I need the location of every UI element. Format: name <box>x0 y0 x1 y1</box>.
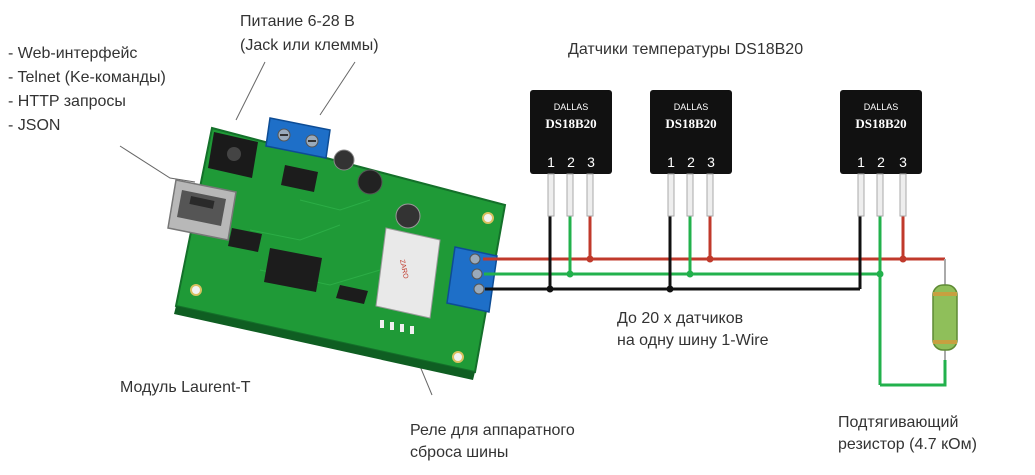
sensor-1: DALLAS DS18B20 1 2 3 <box>530 90 612 216</box>
pin-label: 1 <box>667 154 675 170</box>
power-terminal-pointer <box>320 62 355 115</box>
sensor-model: DS18B20 <box>855 116 906 131</box>
terminal-block-icon <box>447 247 497 312</box>
bus-note: До 20 х датчиков на одну шину 1-Wire <box>617 308 769 352</box>
interface-item: - JSON <box>8 114 166 138</box>
resistor-note-line: резистор (4.7 кОм) <box>838 434 977 456</box>
interface-item: - HTTP запросы <box>8 90 166 114</box>
sensor-model: DS18B20 <box>545 116 596 131</box>
sensor-brand: DALLAS <box>674 102 709 112</box>
pin-label: 3 <box>899 154 907 170</box>
interfaces-list: - Web-интерфейс - Telnet (Ke-команды) - … <box>8 42 166 138</box>
power-subtitle: (Jack или клеммы) <box>240 34 379 58</box>
interface-item: - Web-интерфейс <box>8 42 166 66</box>
power-jack-pointer <box>236 62 265 120</box>
pin-label: 3 <box>587 154 595 170</box>
module-name: Модуль Laurent-T <box>120 378 251 398</box>
resistor-note: Подтягивающий резистор (4.7 кОм) <box>838 412 977 456</box>
sensor-brand: DALLAS <box>554 102 589 112</box>
resistor-icon <box>933 259 957 360</box>
pin-label: 2 <box>567 154 575 170</box>
pin-label: 2 <box>687 154 695 170</box>
relay-note: Реле для аппаратного сброса шины <box>410 420 575 464</box>
interface-item: - Telnet (Ke-команды) <box>8 66 166 90</box>
relay-icon: ZARO <box>376 228 440 318</box>
laurent-board: ZARO <box>168 118 505 380</box>
relay-note-line: Реле для аппаратного <box>410 420 575 442</box>
pin-label: 1 <box>547 154 555 170</box>
sensor-2: DALLAS DS18B20 1 2 3 <box>650 90 732 216</box>
pin-label: 2 <box>877 154 885 170</box>
relay-note-line: сброса шины <box>410 442 575 464</box>
interfaces-pointer <box>120 146 195 182</box>
sensor-model: DS18B20 <box>665 116 716 131</box>
power-title: Питание 6-28 В <box>240 10 379 34</box>
sensor-3: DALLAS DS18B20 1 2 3 <box>840 90 922 216</box>
resistor-note-line: Подтягивающий <box>838 412 977 434</box>
sensor-brand: DALLAS <box>864 102 899 112</box>
power-label: Питание 6-28 В (Jack или клеммы) <box>240 10 379 58</box>
one-wire-bus <box>483 215 945 385</box>
bus-note-line: на одну шину 1-Wire <box>617 330 769 352</box>
bus-note-line: До 20 х датчиков <box>617 308 769 330</box>
pin-label: 1 <box>857 154 865 170</box>
pin-label: 3 <box>707 154 715 170</box>
sensors-title: Датчики температуры DS18B20 <box>568 40 803 60</box>
